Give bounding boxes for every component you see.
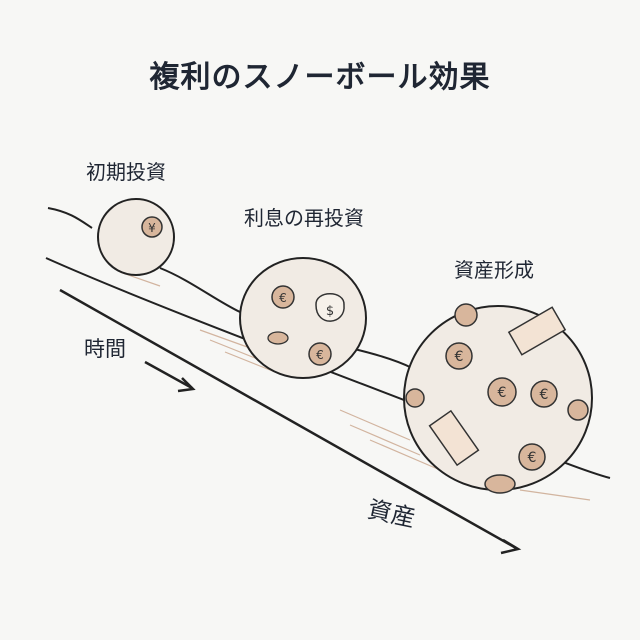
motion-lines xyxy=(119,271,591,501)
money-bag-icon xyxy=(315,293,345,322)
svg-text:€: € xyxy=(528,450,537,466)
svg-text:€: € xyxy=(316,348,324,362)
euro-coin-icon xyxy=(271,285,295,309)
coin-icon xyxy=(484,474,516,494)
coin-icon xyxy=(267,331,289,345)
page-title: 複利のスノーボール効果 xyxy=(149,60,491,95)
svg-text:€: € xyxy=(540,387,549,403)
snowball-medium: € $ € xyxy=(239,257,367,379)
banknote-icon xyxy=(428,409,480,467)
svg-text:€: € xyxy=(498,385,507,401)
label-time: 時間 xyxy=(84,337,126,361)
svg-text:€: € xyxy=(279,291,287,305)
euro-coin-icon xyxy=(518,443,546,471)
slope-upper-line xyxy=(47,207,93,229)
svg-text:€: € xyxy=(455,349,464,365)
coin-icon xyxy=(405,388,425,408)
coin-icon xyxy=(454,303,478,327)
time-arrow-icon xyxy=(144,360,196,393)
svg-text:$: $ xyxy=(326,304,334,319)
euro-coin-icon xyxy=(308,342,332,366)
snowball-large: € € € € xyxy=(403,303,593,494)
euro-coin-icon xyxy=(530,380,558,408)
label-reinvestment: 利息の再投資 xyxy=(244,206,364,230)
asset-arrow-icon xyxy=(59,288,522,555)
svg-text:¥: ¥ xyxy=(148,221,156,235)
coin-icon xyxy=(567,399,589,421)
euro-coin-icon xyxy=(487,377,517,407)
label-asset-building: 資産形成 xyxy=(454,258,534,282)
slope-upper-line-2 xyxy=(159,267,241,313)
yen-coin-icon xyxy=(141,216,163,238)
euro-coin-icon xyxy=(445,342,473,370)
label-initial-investment: 初期投資 xyxy=(86,160,166,184)
slope-upper-line-3 xyxy=(349,347,413,369)
banknote-icon xyxy=(507,306,567,356)
snowball-small: ¥ xyxy=(97,198,175,276)
